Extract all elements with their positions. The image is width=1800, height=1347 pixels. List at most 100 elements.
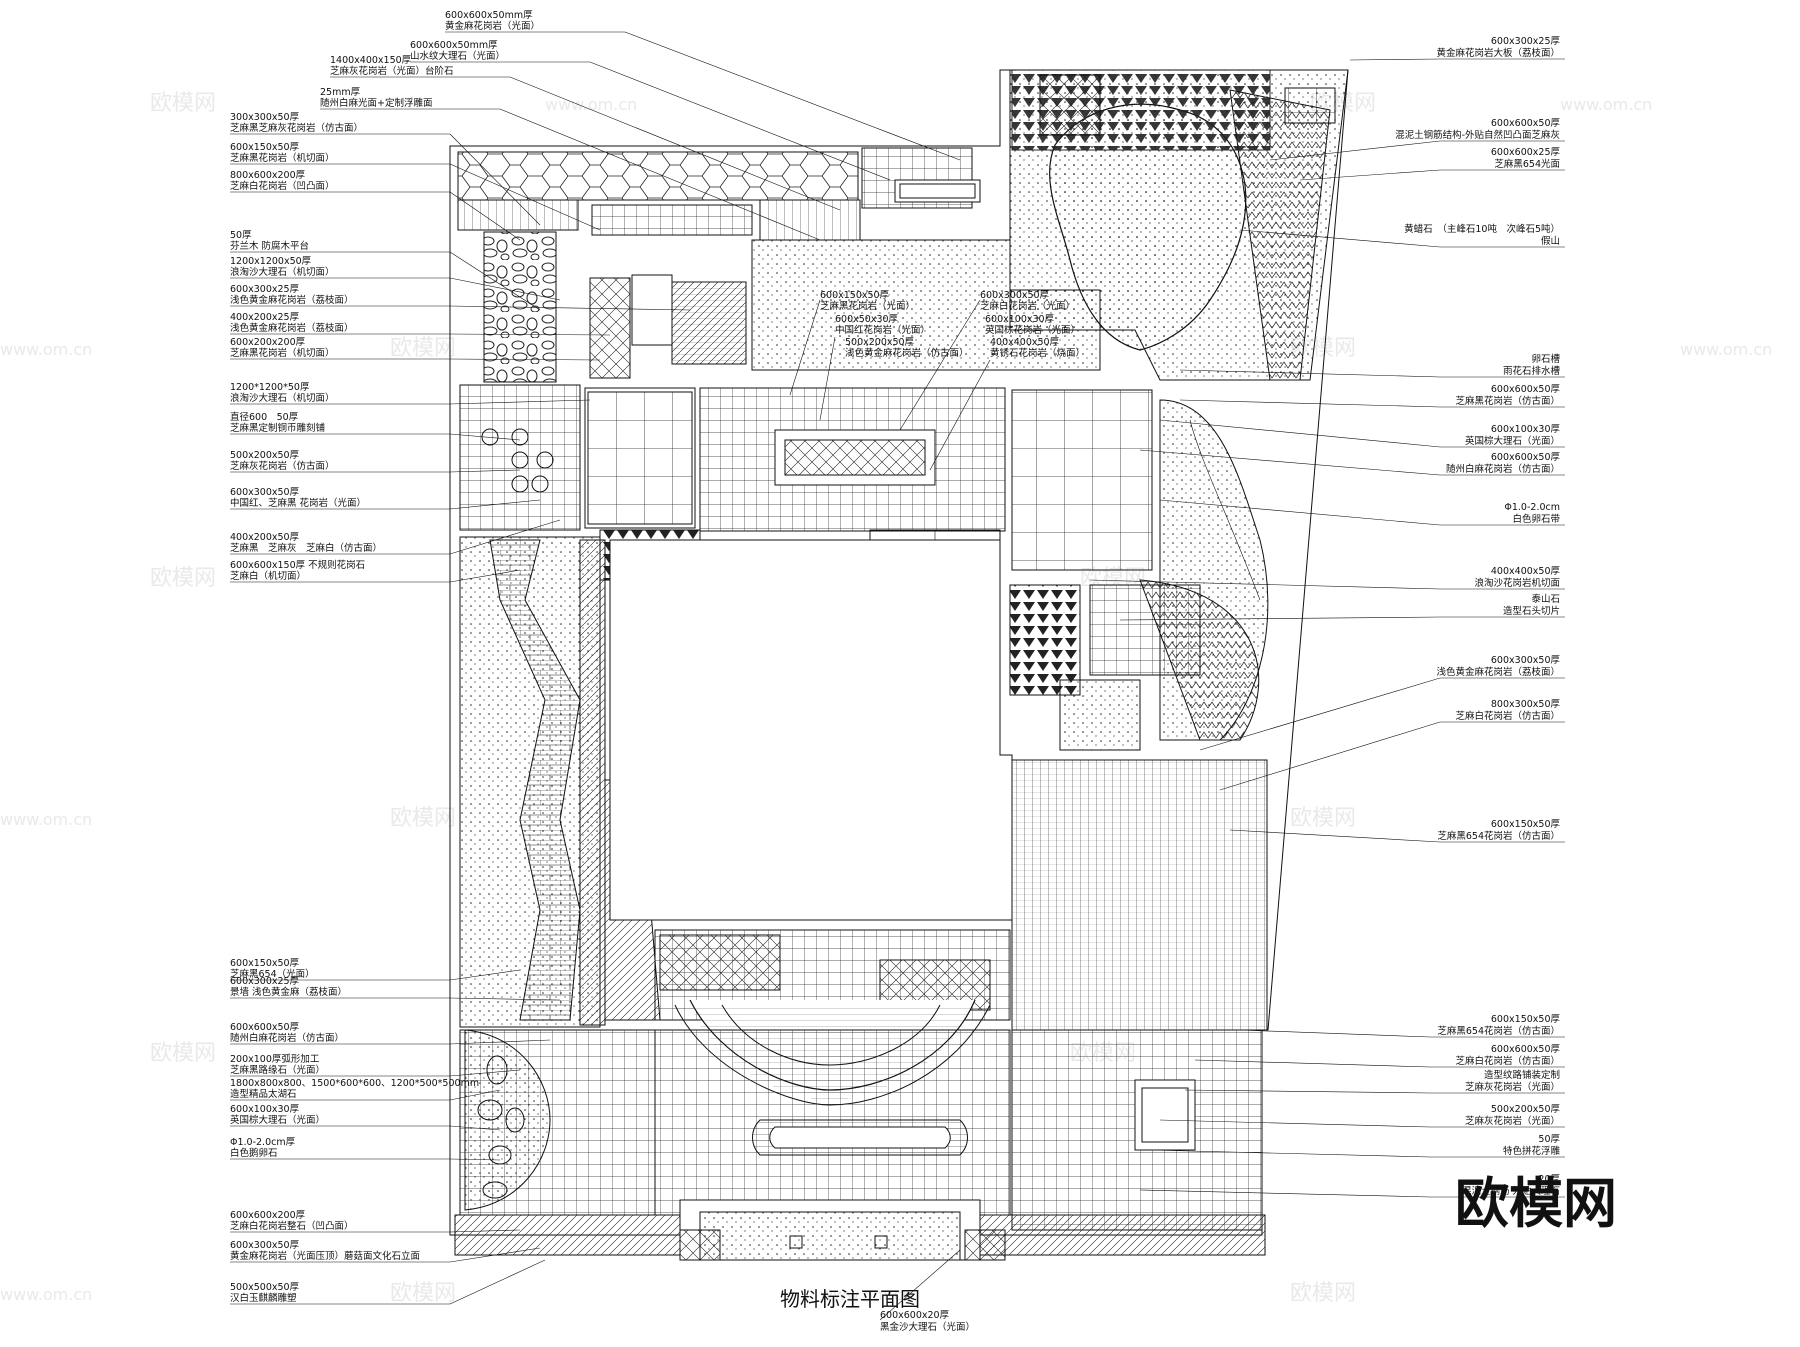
leader-line — [449, 1089, 501, 1101]
svg-text:www.om.cn: www.om.cn — [0, 810, 92, 829]
material-note: 黄蜡石 （主峰石10吨 次峰石5吨） — [1404, 223, 1560, 235]
material-note: 600x150x50厚 — [820, 290, 890, 301]
leader-line — [449, 1158, 501, 1161]
material-note: 雨花石排水槽 — [1503, 365, 1561, 377]
material-note: 600x600x50mm厚 — [445, 10, 533, 21]
material-note: 随州白麻光面+定制浮雕面 — [320, 97, 432, 109]
material-note: 400x200x50厚 — [230, 532, 300, 543]
leader-line — [449, 1247, 541, 1263]
material-note: 600x600x150厚 不规则花岗石 — [230, 559, 365, 571]
leader-line — [624, 31, 961, 161]
svg-text:欧模网: 欧模网 — [1290, 806, 1356, 831]
material-note: 黄锈石花岗岩（烧面） — [990, 347, 1085, 359]
material-note: Φ1.0-2.0cm — [1504, 502, 1560, 513]
svg-text:www.om.cn: www.om.cn — [545, 95, 637, 114]
svg-text:欧模网: 欧模网 — [150, 91, 216, 116]
leader-line — [449, 1069, 521, 1077]
material-note: 芝麻灰花岗岩（仿古面） — [230, 460, 335, 472]
leader-line — [449, 163, 601, 231]
material-note: 600x600x50厚 — [1491, 384, 1561, 395]
leader-line — [819, 336, 836, 421]
material-note: 英国棕大理石（光面） — [230, 1114, 325, 1126]
site-plan — [449, 69, 1349, 1261]
material-note: 白色鹅卵石 — [230, 1147, 278, 1159]
material-note: 600x300x25厚 — [230, 976, 300, 987]
material-note: 芝麻黑路缘石（光面） — [230, 1064, 325, 1076]
leader-line — [1299, 169, 1441, 181]
material-note: 600x50x30厚 — [835, 314, 899, 325]
material-note: 800x600x200厚 — [230, 170, 306, 181]
material-note: 1200x1200x50厚 — [230, 256, 312, 267]
material-note: 600x300x25厚 — [1491, 36, 1561, 47]
material-note: 卵石槽 — [1531, 353, 1560, 365]
material-note: 浪淘沙花岗岩机切面 — [1474, 577, 1560, 589]
material-note: 600x600x50厚 — [1491, 1044, 1561, 1055]
svg-text:欧模网: 欧模网 — [390, 1281, 456, 1306]
svg-text:www.om.cn: www.om.cn — [1560, 95, 1652, 114]
leader-line — [449, 469, 521, 473]
svg-text:欧模网: 欧模网 — [150, 566, 216, 591]
brick-zigzag-walkway — [489, 539, 581, 1021]
material-note: 芝麻白花岗岩（仿古面） — [1455, 710, 1560, 722]
svg-text:欧模网: 欧模网 — [390, 336, 456, 361]
material-note: 造型精品太湖石 — [230, 1088, 297, 1100]
material-note: 600x600x50厚 — [230, 1022, 300, 1033]
right-lower-annotations: 600x150x50厚芝麻黑654花岗岩（仿古面）600x600x50厚芝麻白花… — [1139, 1014, 1565, 1198]
material-note: 中国红花岗岩（光面） — [835, 324, 930, 336]
leader-line — [499, 108, 821, 241]
material-note: 中国红、芝麻黑 花岗岩（光面） — [230, 497, 366, 509]
leader-line — [789, 299, 821, 396]
leader-line — [1089, 579, 1441, 590]
material-note: 芝麻白花岗岩（凹凸面） — [230, 180, 335, 192]
material-note: 芝麻黑花岗岩（光面） — [820, 300, 915, 312]
leader-line — [1219, 721, 1441, 791]
leader-line — [1229, 829, 1441, 843]
material-note: 600x600x25厚 — [1491, 147, 1561, 158]
material-note: 600x600x50厚 — [1491, 118, 1561, 129]
leader-line — [1119, 616, 1441, 621]
leader-line — [899, 299, 981, 431]
leader-line — [929, 359, 991, 471]
leader-line — [1139, 449, 1441, 476]
coin-paving-block — [459, 384, 581, 531]
material-note: 假山 — [1541, 235, 1560, 247]
leader-line — [1194, 1059, 1431, 1068]
leader-line — [449, 305, 691, 311]
leader-line — [1139, 1189, 1431, 1198]
material-note: 芝麻黑花岗岩（仿古面） — [1455, 395, 1560, 407]
material-note: 400x400x50厚 — [990, 337, 1060, 348]
material-note: 1400x400x150厚 — [330, 55, 412, 66]
leader-line — [449, 1259, 546, 1305]
leader-line — [449, 1039, 551, 1045]
leader-line — [449, 191, 521, 241]
leader-line — [509, 76, 841, 211]
material-note: 芝麻灰花岗岩（光面） — [1465, 1081, 1560, 1093]
svg-text:欧模网: 欧模网 — [150, 1041, 216, 1066]
material-note: 芝麻灰花岗岩（光面）台阶石 — [330, 65, 454, 77]
material-note: 600x300x50厚 — [230, 487, 300, 498]
material-note: 600x100x30厚 — [1491, 424, 1561, 435]
material-note: 50厚 — [230, 230, 252, 241]
leader-line — [1199, 677, 1441, 751]
material-note: 600x300x25厚 — [230, 284, 300, 295]
material-note: 芝麻黑定制铜币雕刻铺 — [230, 422, 325, 434]
feature-water-basin — [784, 439, 926, 476]
leader-line — [449, 969, 521, 981]
taihu-rock-semicircle — [464, 1029, 551, 1211]
material-note: 黄金麻花岗岩（光面） — [445, 20, 540, 32]
svg-text:www.om.cn: www.om.cn — [820, 1285, 912, 1304]
left-annotations: 600x600x50mm厚黄金麻花岗岩（光面）600x600x50mm厚山水纹大… — [230, 10, 961, 583]
material-note: 英国棕大理石（光面） — [1465, 435, 1560, 447]
svg-text:www.om.cn: www.om.cn — [0, 340, 92, 359]
brand-logo: 欧模网 — [1455, 1172, 1617, 1235]
leader-line — [449, 997, 561, 1001]
material-note: 直径600 50厚 — [230, 411, 299, 423]
leader-line — [1184, 1089, 1431, 1094]
material-note: 芝麻黑654（光面） — [230, 968, 315, 980]
material-note: 白色卵石带 — [1512, 513, 1560, 525]
leader-line — [449, 569, 521, 583]
material-note: 200x100厚弧形加工 — [230, 1053, 320, 1065]
material-note: 黄金麻花岗岩（光面压顶）蘑菇面文化石立面 — [230, 1250, 420, 1262]
material-note: 600x100x30厚 — [985, 314, 1055, 325]
